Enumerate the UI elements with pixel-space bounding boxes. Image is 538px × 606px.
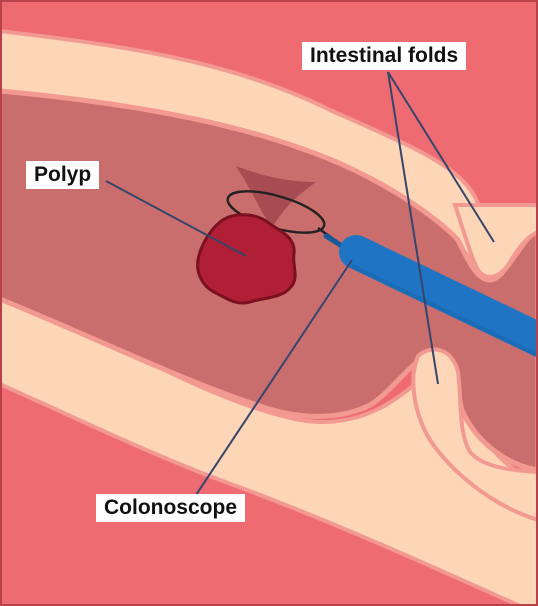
label-intestinal-folds: Intestinal folds bbox=[302, 42, 466, 70]
label-polyp: Polyp bbox=[26, 161, 99, 189]
label-colonoscope: Colonoscope bbox=[96, 494, 245, 522]
